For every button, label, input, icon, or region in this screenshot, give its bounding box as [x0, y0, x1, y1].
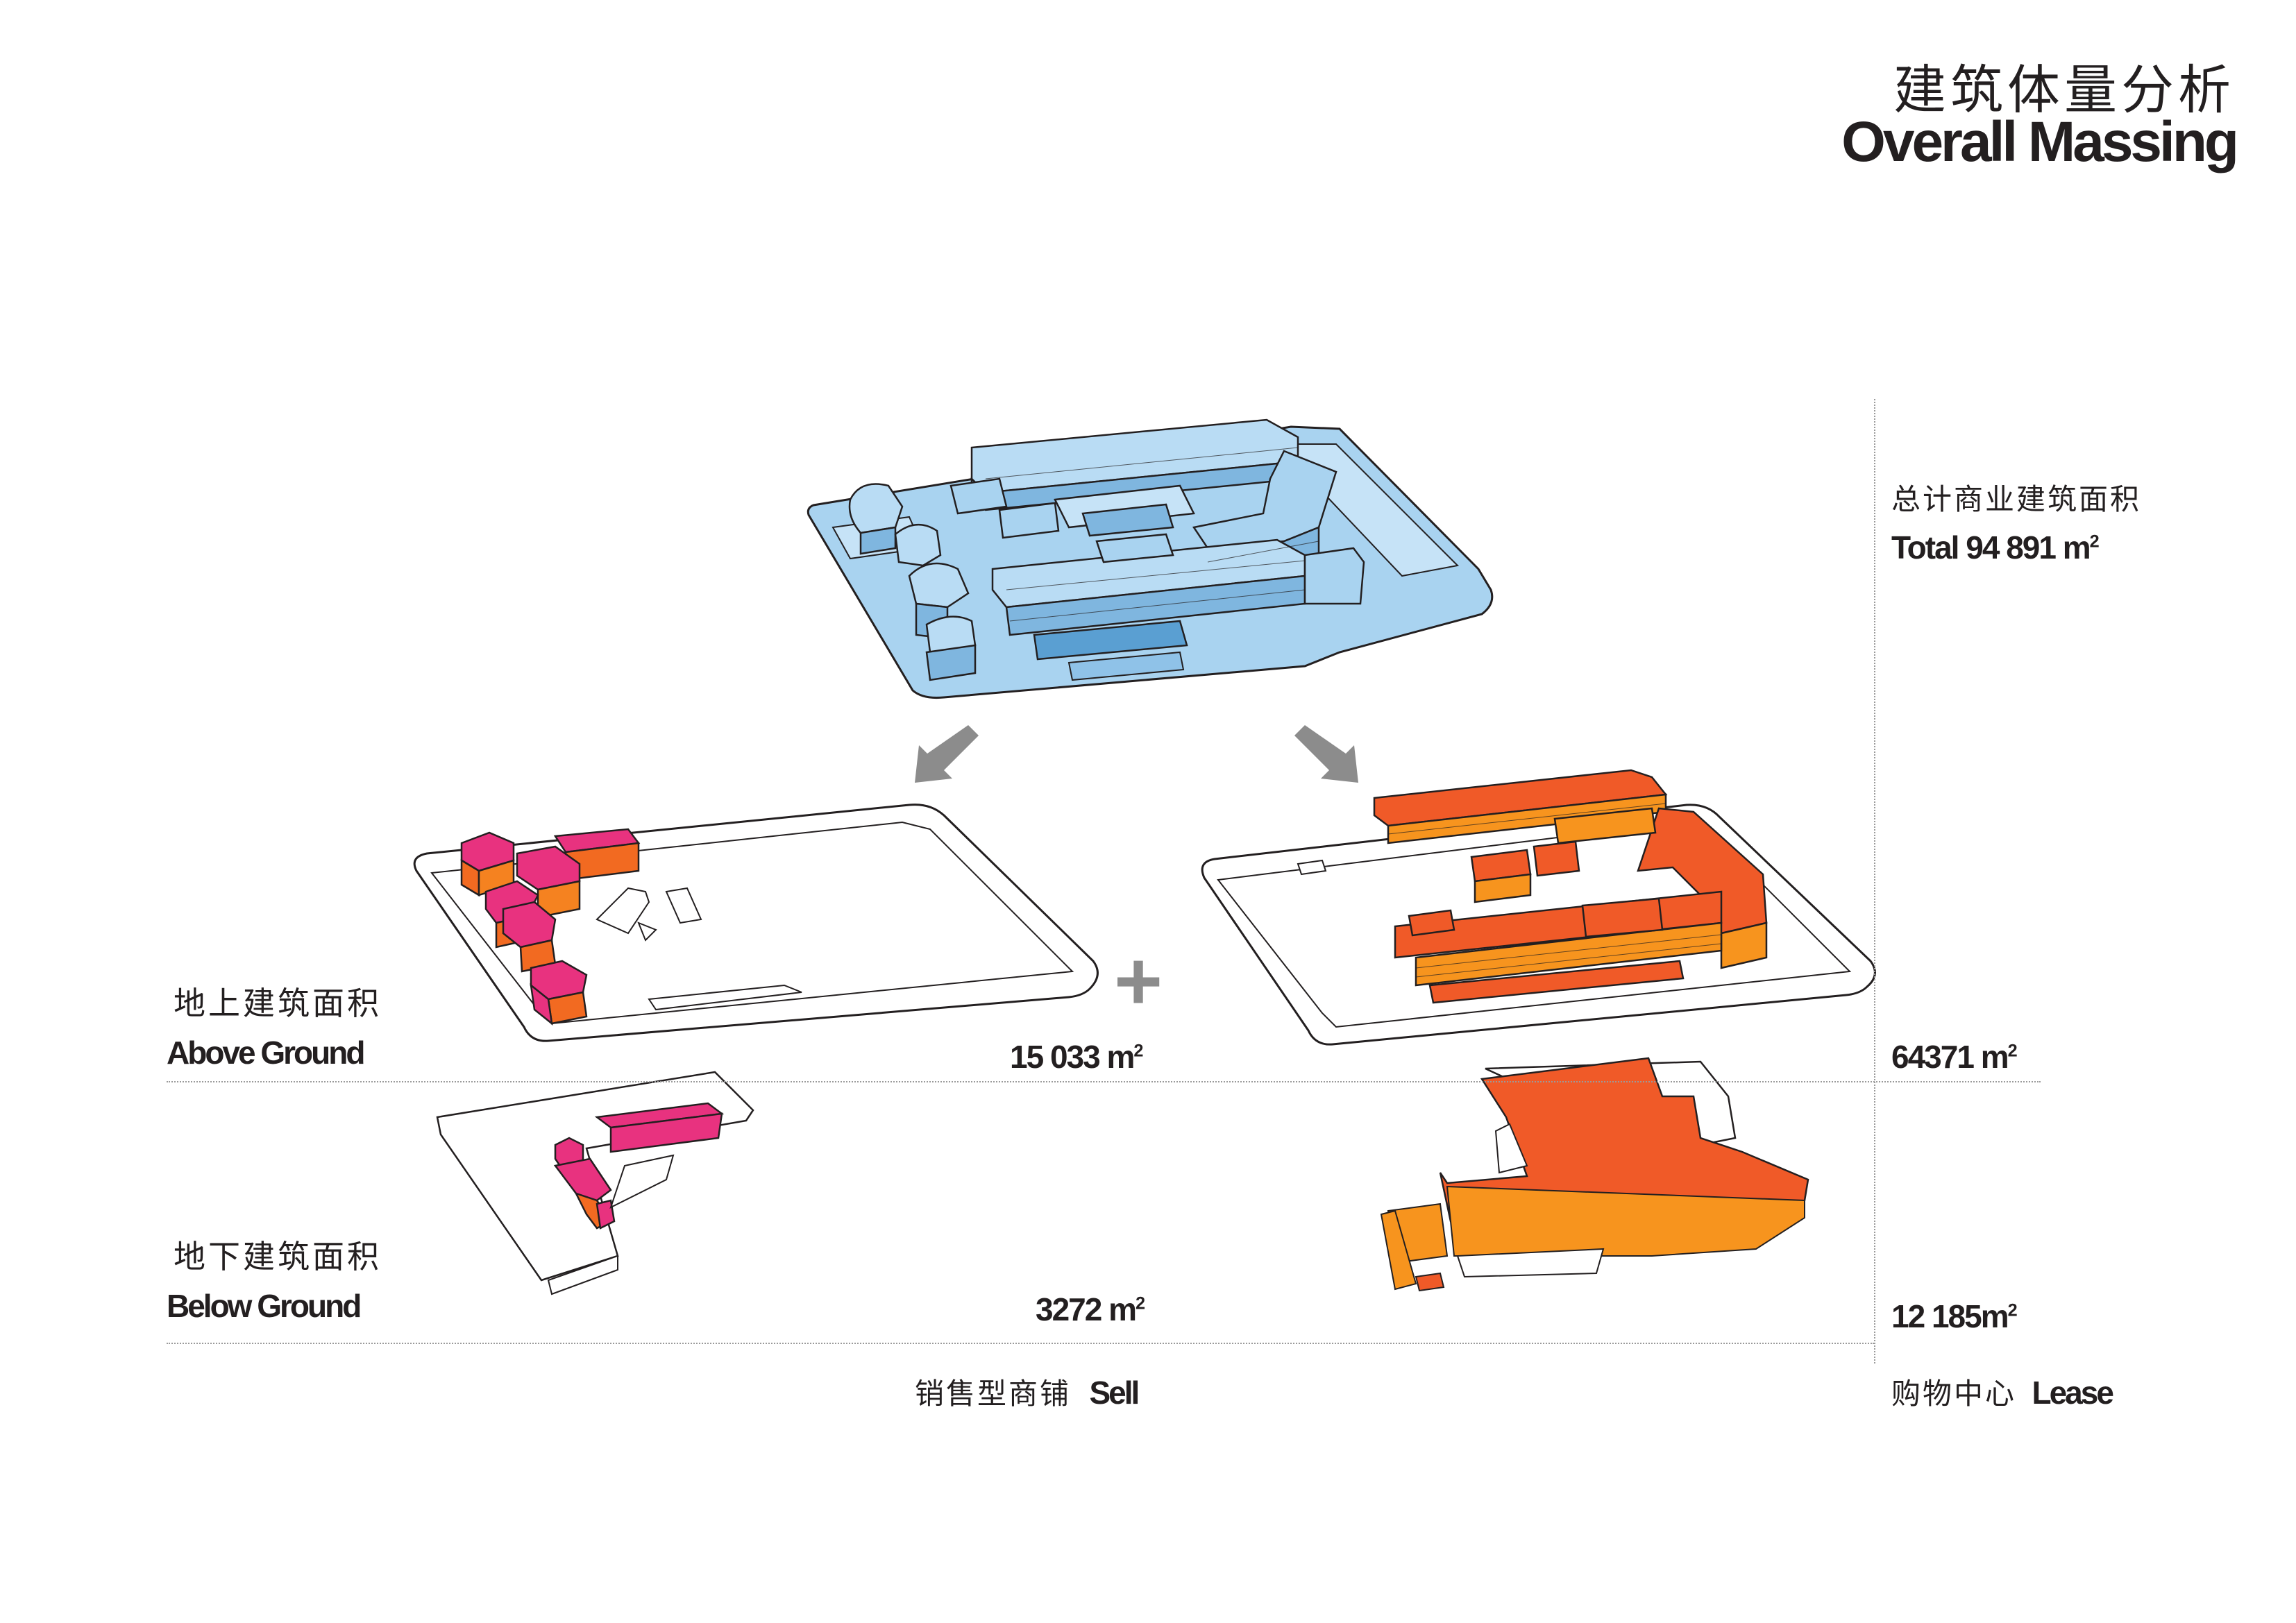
below-ground-lease-value-sup: 2	[2007, 1300, 2018, 1320]
lease-column-label-english: Lease	[2032, 1375, 2113, 1411]
below-ground-label-chinese: 地下建筑面积	[174, 1238, 382, 1275]
below-ground-sell-value-sup: 2	[1136, 1293, 1146, 1314]
title-chinese: 建筑体量分析	[1893, 59, 2235, 121]
above-ground-lease-value: 64371 m2	[1891, 1038, 2018, 1076]
above-ground-sell-value-sup: 2	[1133, 1041, 1144, 1061]
total-value: Total 94 891 m2	[1891, 529, 2100, 566]
sell-column-label-english: Sell	[1089, 1375, 1140, 1411]
sell-above-ground-site	[413, 804, 1099, 1042]
sell-column-label-chinese: 销售型商铺	[915, 1377, 1072, 1411]
above-ground-sell-value-text: 15 033 m	[1010, 1039, 1135, 1075]
lease-column-label: 购物中心 Lease	[1891, 1370, 2114, 1413]
arrow-to-lease-icon	[1294, 725, 1358, 783]
overall-massing-model	[807, 418, 1494, 699]
lease-above-ground-site	[1201, 769, 1876, 1046]
lease-below-ground-model	[1380, 1057, 1809, 1292]
below-ground-lease-value: 12 185m2	[1891, 1298, 2018, 1335]
below-ground-sell-value: 3272 m2	[1036, 1291, 1145, 1328]
lease-column-label-chinese: 购物中心	[1891, 1377, 2017, 1411]
above-ground-lease-value-sup: 2	[2007, 1041, 2018, 1061]
vertical-divider	[1874, 399, 1875, 1363]
title-english: Overall Massing	[1841, 110, 2239, 173]
below-ground-lease-value-text: 12 185m	[1891, 1298, 2009, 1334]
total-value-sup: 2	[2089, 532, 2100, 552]
above-ground-label-english: Above Ground	[167, 1035, 365, 1071]
sell-below-ground-model	[436, 1071, 754, 1295]
below-row-divider	[167, 1343, 1874, 1344]
total-label-chinese: 总计商业建筑面积	[1891, 482, 2142, 516]
plus-sign: +	[1114, 935, 1163, 1028]
sell-column-label: 销售型商铺 Sell	[915, 1370, 1140, 1413]
total-value-unit: m	[2062, 529, 2091, 566]
above-ground-sell-value: 15 033 m2	[1010, 1038, 1143, 1076]
above-row-divider	[167, 1081, 2041, 1082]
above-ground-lease-value-text: 64371 m	[1891, 1039, 2009, 1075]
below-ground-sell-value-text: 3272 m	[1036, 1291, 1137, 1327]
below-ground-label-english: Below Ground	[167, 1288, 362, 1324]
arrow-to-sell-icon	[915, 725, 979, 783]
above-ground-label-chinese: 地上建筑面积	[174, 985, 382, 1022]
total-value-text: Total 94 891	[1891, 529, 2057, 566]
